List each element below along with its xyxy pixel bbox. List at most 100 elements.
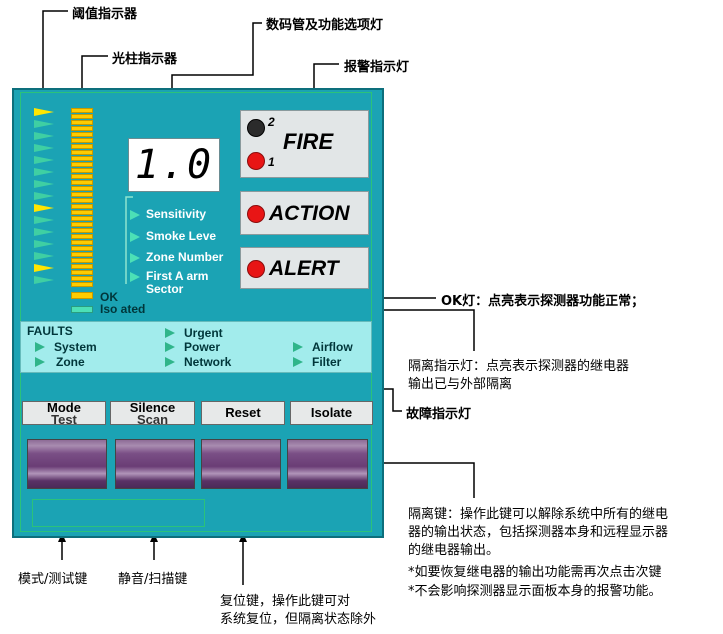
callout-isolate-key-1: 隔离键：操作此键可以解除系统中所有的继电: [408, 507, 669, 522]
bargraph-segment: [71, 162, 93, 167]
threshold-marker: [34, 156, 54, 164]
option-item-smoke-level: Smoke Leve: [130, 230, 216, 243]
fault-item-filter: Filter: [293, 355, 341, 369]
bargraph-segment: [71, 204, 93, 209]
bargraph-segment: [71, 252, 93, 257]
option-led: [130, 231, 140, 242]
bargraph-segment: [71, 138, 93, 143]
action-label: ACTION: [269, 202, 350, 225]
reset-label: Reset: [201, 401, 285, 425]
threshold-marker: [34, 276, 54, 284]
option-item-sensitivity: Sensitivity: [130, 208, 206, 221]
fault-led: [165, 357, 175, 367]
bargraph-segment: [71, 126, 93, 131]
fault-item-system: System: [35, 340, 97, 354]
callout-fault: 故障指示灯: [406, 407, 472, 422]
threshold-marker: [34, 168, 54, 176]
callout-reset-key-2: 系统复位，但隔离状态除外: [220, 612, 377, 627]
callout-alarm: 报警指示灯: [344, 60, 410, 75]
option-led: [130, 209, 140, 220]
bargraph-segment: [71, 144, 93, 149]
option-led: [130, 272, 140, 282]
panel-inner-border: [20, 92, 372, 532]
faults-panel: FAULTS System Zone Urgent Power Network …: [20, 321, 372, 373]
action-alarm-box: ACTION: [240, 191, 369, 235]
threshold-marker: [34, 216, 54, 224]
callout-bargraph: 光柱指示器: [112, 52, 178, 67]
bargraph-segment: [71, 186, 93, 191]
digital-display: 1.0: [128, 138, 220, 192]
label-window: [32, 499, 205, 527]
threshold-marker: [34, 192, 54, 200]
bargraph-segment: [71, 222, 93, 227]
callout-threshold: 阈值指示器: [72, 7, 138, 22]
mode-test-button[interactable]: [27, 439, 107, 489]
threshold-marker: [34, 228, 54, 236]
fault-item-urgent: Urgent: [165, 326, 223, 340]
bargraph-segment: [71, 198, 93, 203]
silence-scan-button[interactable]: [115, 439, 195, 489]
bargraph-segment: [71, 132, 93, 137]
fire-stage2-number: 2: [268, 115, 275, 129]
alert-label: ALERT: [269, 257, 339, 280]
callout-isolate-key-5: *不会影响探测器显示面板本身的报警功能。: [408, 584, 662, 599]
fault-item-airflow: Airflow: [293, 340, 353, 354]
threshold-marker: [34, 240, 54, 248]
isolated-led: [71, 306, 93, 313]
callout-isolate-indicator-1: 隔离指示灯：点亮表示探测器的继电器: [408, 359, 630, 374]
bargraph-segment: [71, 270, 93, 275]
mode-test-label: Mode Test: [22, 401, 106, 426]
bargraph-segment: [71, 210, 93, 215]
bargraph-segment: [71, 246, 93, 251]
fault-item-network: Network: [165, 355, 231, 369]
fault-led: [293, 342, 303, 352]
threshold-marker: [34, 144, 54, 152]
threshold-indicator: [34, 108, 56, 290]
fault-led: [35, 357, 45, 367]
fault-led: [165, 328, 175, 338]
threshold-marker-active: [34, 204, 54, 212]
bargraph-segment: [71, 120, 93, 125]
threshold-marker: [34, 252, 54, 260]
callout-display: 数码管及功能选项灯: [266, 18, 384, 33]
fire-stage1-led: [247, 152, 265, 170]
callout-silence-key: 静音/扫描键: [118, 572, 188, 587]
isolate-button[interactable]: [287, 439, 368, 489]
threshold-marker-active: [34, 264, 54, 272]
bargraph-segment: [71, 228, 93, 233]
bargraph-segment: [71, 192, 93, 197]
display-value: 1.0: [134, 142, 214, 188]
ok-led: [71, 292, 93, 299]
isolate-label: Isolate: [290, 401, 373, 425]
fault-led: [35, 342, 45, 352]
reset-button[interactable]: [201, 439, 281, 489]
fire-stage1-number: 1: [268, 155, 275, 169]
isolated-label: Iso ated: [100, 302, 146, 316]
bargraph-segment: [71, 282, 93, 287]
callout-mode-key: 模式/测试键: [18, 572, 88, 587]
callout-isolate-key-3: 的继电器输出。: [408, 543, 500, 558]
callout-ok: OK灯：点亮表示探测器功能正常；: [441, 294, 645, 309]
option-item-first-alarm-sector: First A arm Sector: [130, 270, 208, 296]
bargraph-segment: [71, 108, 93, 113]
threshold-marker: [34, 120, 54, 128]
action-led: [247, 205, 265, 223]
bargraph-segment: [71, 114, 93, 119]
option-item-zone-number: Zone Number: [130, 251, 223, 264]
fire-label: FIRE: [283, 129, 334, 154]
option-led: [130, 252, 140, 263]
bargraph-segment: [71, 156, 93, 161]
option-bracket: [125, 196, 133, 284]
bargraph-segment: [71, 174, 93, 179]
fault-item-zone: Zone: [35, 355, 85, 369]
bargraph-segment: [71, 240, 93, 245]
threshold-marker: [34, 132, 54, 140]
fault-led: [165, 342, 175, 352]
fault-item-power: Power: [165, 340, 220, 354]
bargraph-indicator: [71, 108, 93, 292]
bargraph-segment: [71, 216, 93, 221]
ok-label: OK: [100, 290, 118, 304]
bargraph-segment: [71, 264, 93, 269]
faults-title: FAULTS: [27, 324, 73, 338]
threshold-marker: [34, 180, 54, 188]
